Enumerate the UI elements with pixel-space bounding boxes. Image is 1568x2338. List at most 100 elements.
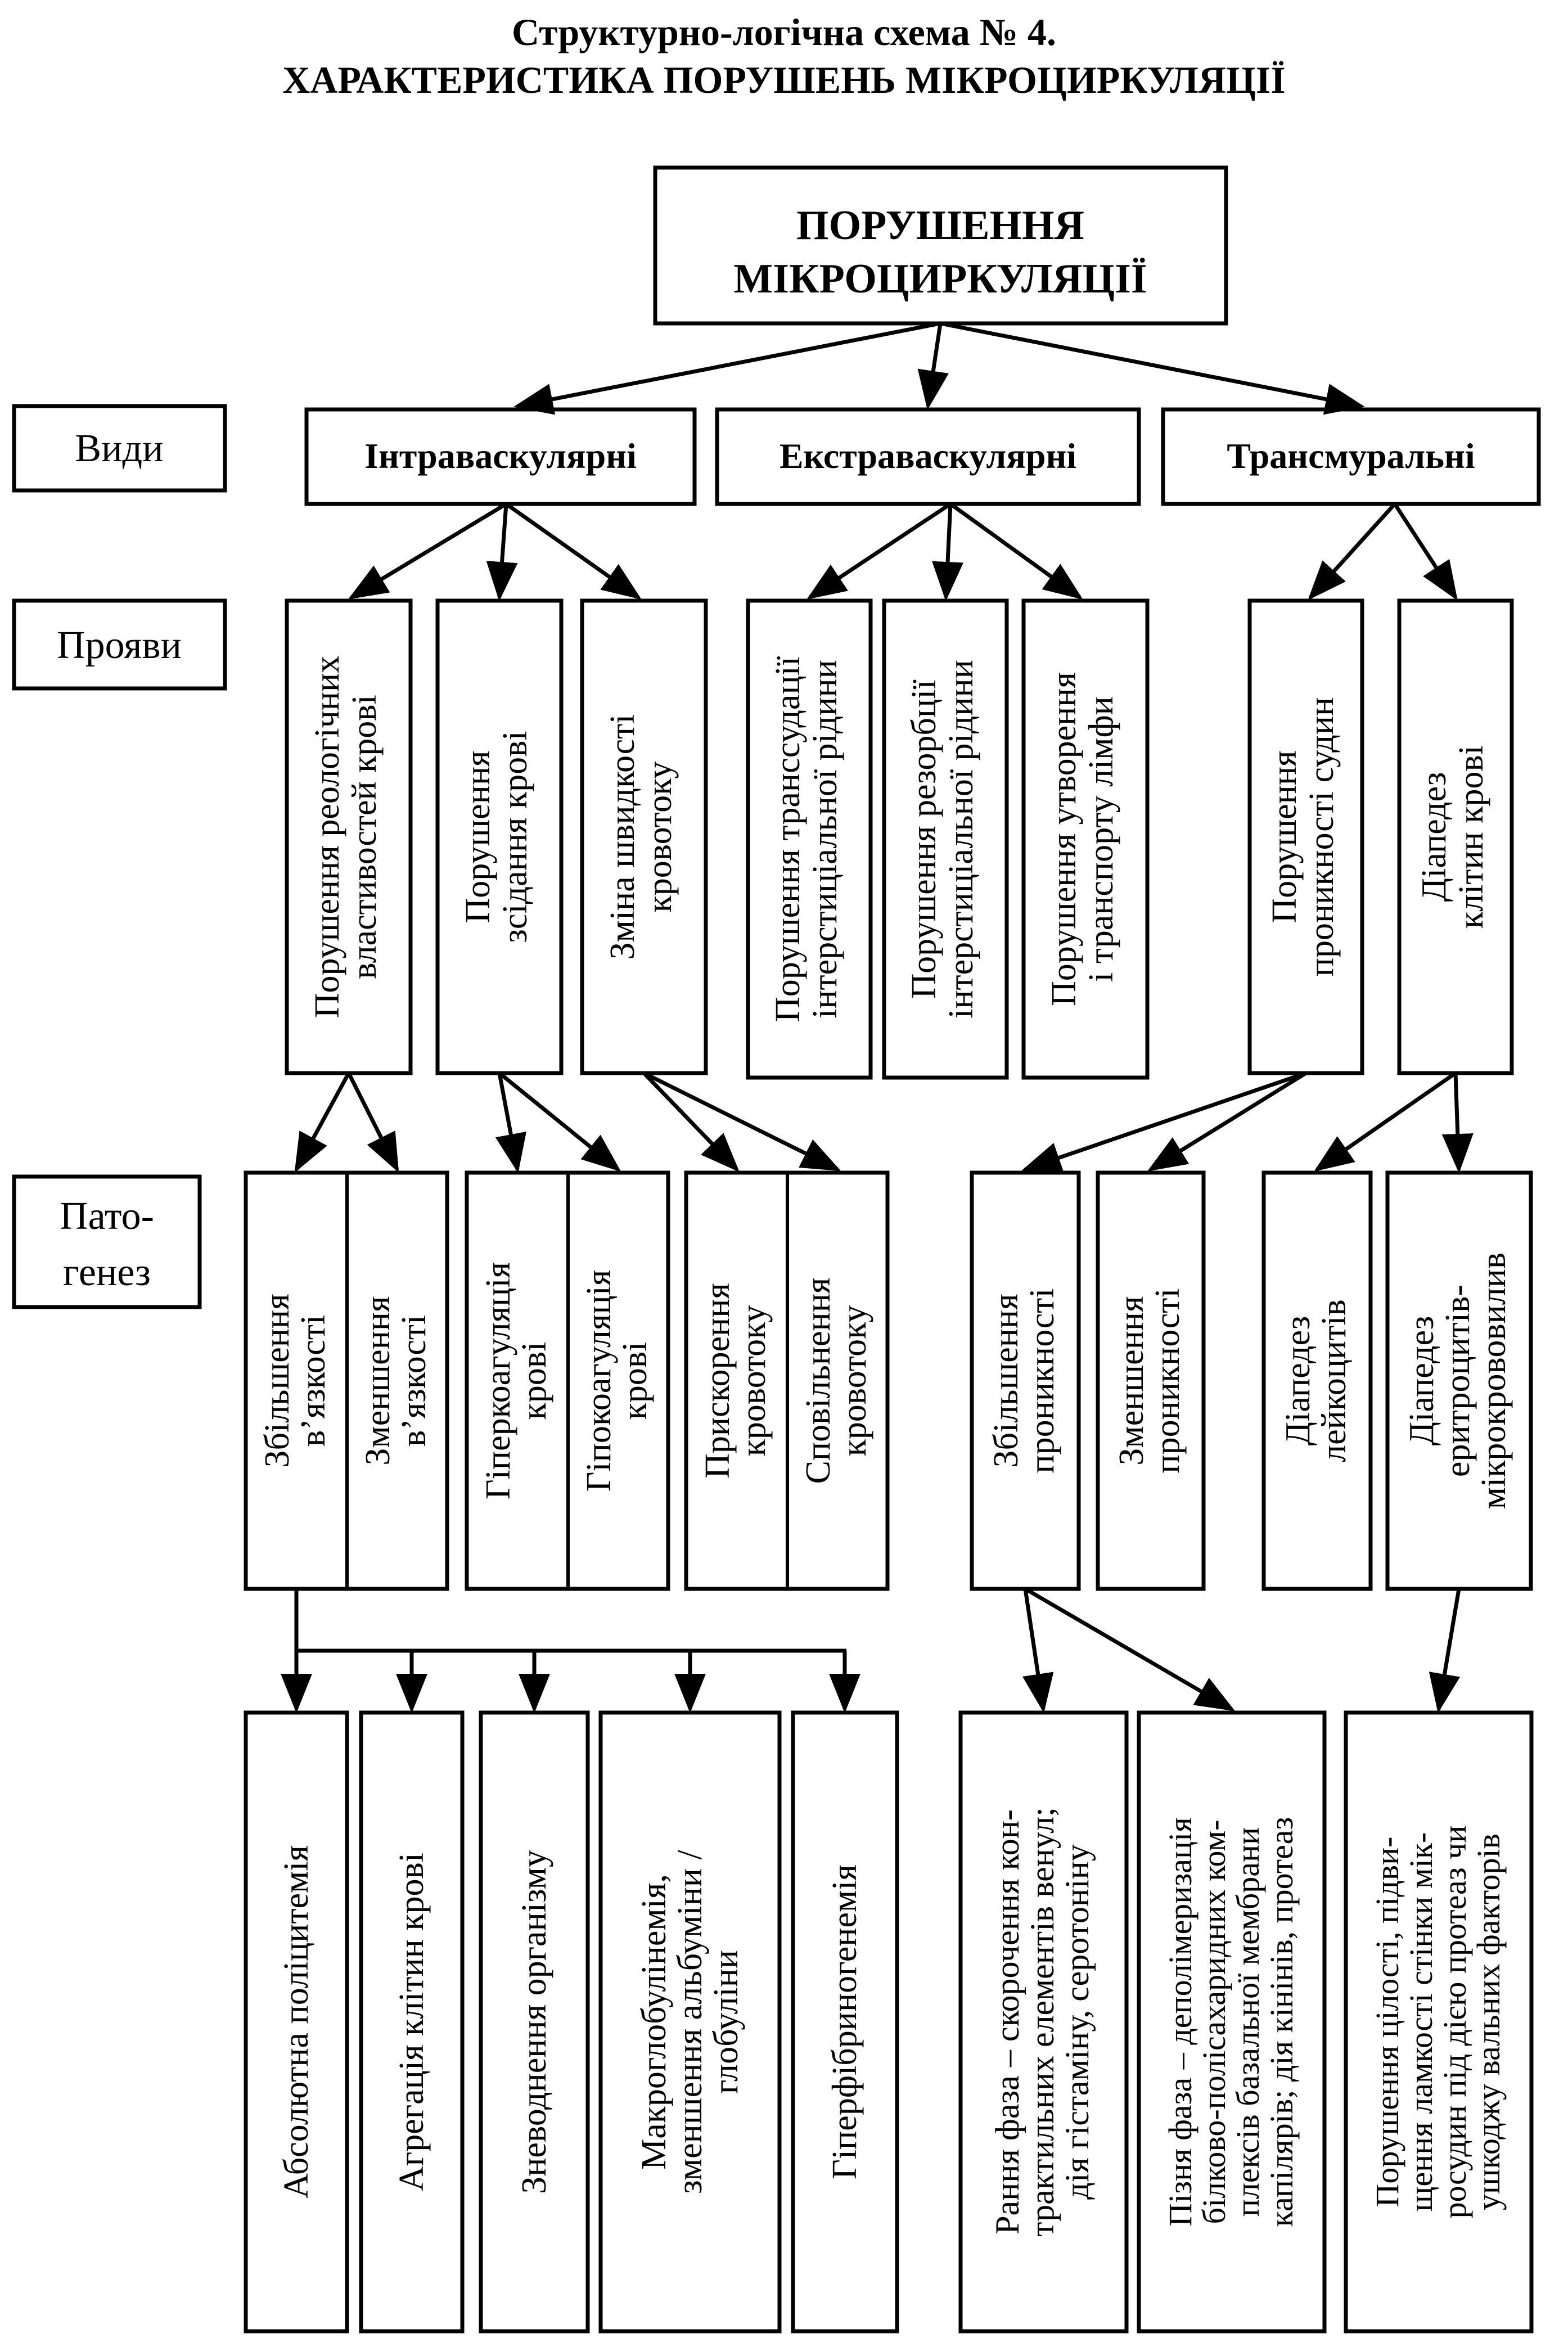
cause-macroglobulin-line1: Макроглобулінемія, <box>635 1874 673 2170</box>
manifestation-coagulation-line1: Порушення <box>459 750 497 923</box>
arrow-permup-late <box>1024 1587 1236 1711</box>
arrow-perm-down <box>1147 1071 1307 1172</box>
arrow-root-extra <box>917 323 949 410</box>
pathogenesis-leuko-line1: Діапедез <box>1279 1316 1317 1445</box>
cause-box-late <box>1137 1710 1327 2334</box>
cause-dehydration: Зневоднення організму <box>515 1850 553 2194</box>
root-label-line1: ПОРУШЕННЯ <box>796 202 1084 249</box>
cause-macroglobulin-line2: зменшення альбуміни / <box>671 1850 709 2194</box>
manifestation-diapedesis-line2: клітин крові <box>1452 745 1490 929</box>
arrow-coag-hyper <box>495 1073 526 1173</box>
cause-late-line2: білково-полісахаридних ком- <box>1196 1820 1232 2224</box>
pathogenesis-slow-line2: кровотоку <box>835 1305 873 1457</box>
pathogenesis-visc-up-line1: Збільшення <box>258 1294 296 1467</box>
manifestation-transudation-line1: Порушення транссудації <box>769 656 807 1022</box>
manifestation-lymph-line1: Порушення утворення <box>1045 672 1083 1006</box>
arrow-root-trans <box>940 321 1365 415</box>
pathogenesis-hypocoag-line2: крові <box>616 1342 654 1420</box>
arrow-perm-up <box>1021 1071 1307 1173</box>
manifestation-rheology-line2: властивостей крові <box>345 695 384 979</box>
pathogenesis-slow-line1: Сповільнення <box>799 1278 837 1484</box>
cause-integrity-line3: росудин під дією протеаз чи <box>1436 1826 1473 2219</box>
arrow-trans-diapedesis <box>1393 503 1458 601</box>
pathogenesis-box-perm-down <box>1096 1170 1206 1591</box>
diagram-subtitle: Структурно-логічна схема № 4. <box>512 11 1056 53</box>
arrow-coag-hypo <box>498 1071 621 1172</box>
manifestation-box-transudation <box>746 598 873 1080</box>
arrow-permup-early <box>1022 1588 1054 1713</box>
row-label-box-types <box>12 404 227 493</box>
manifestation-permeability-line2: проникності судин <box>1303 697 1341 976</box>
manifestation-transudation-line2: інтерстиціальної рідини <box>806 660 844 1019</box>
row-label-pathogenesis-line1: Пато- <box>60 1195 154 1238</box>
cause-integrity-line4: ушкоджу вальних факторів <box>1470 1834 1507 2210</box>
pathogenesis-hypercoag-line2: крові <box>515 1342 553 1420</box>
arrow-intra-velocity <box>504 502 642 600</box>
pathogenesis-hypocoag-line1: Гіпокоагуляція <box>580 1270 618 1492</box>
manifestation-velocity-line1: Зміна швидкості <box>603 714 642 960</box>
arrow-trans-permeability <box>1308 502 1396 601</box>
manifestation-rheology-line1: Порушення реологічних <box>308 656 346 1018</box>
arrow-velocity-accel <box>642 1071 740 1173</box>
pathogenesis-leuko-line2: лейкоцитів <box>1315 1299 1353 1462</box>
row-label-box-pathogenesis <box>12 1174 202 1309</box>
manifestation-box-lymph <box>1021 598 1150 1080</box>
arrow-rheology-visc-down <box>346 1072 399 1173</box>
manifestation-diapedesis-line1: Діапедез <box>1415 772 1453 902</box>
diagram-title: ХАРАКТЕРИСТИКА ПОРУШЕНЬ МІКРОЦИРКУЛЯЦІЇ <box>282 58 1286 101</box>
pathogenesis-accel-line1: Прискорення <box>699 1283 737 1479</box>
cause-aggregation: Агрегація клітин крові <box>393 1853 431 2191</box>
row-label-pathogenesis-line2: генез <box>63 1251 151 1294</box>
pathogenesis-perm-down-line1: Зменшення <box>1112 1296 1151 1465</box>
pathogenesis-perm-up-line2: проникності <box>1023 1288 1061 1473</box>
cause-fibrinogen: Гіперфібриногенемія <box>826 1864 864 2179</box>
arrow-diap-leuko <box>1314 1071 1457 1172</box>
arrow-erythro-integrity <box>1429 1588 1461 1713</box>
pathogenesis-erythro-line1: Діапедез <box>1403 1316 1441 1445</box>
manifestation-velocity-line2: кровотоку <box>641 762 679 913</box>
cause-integrity-line2: щення ламкості стінки мік- <box>1403 1832 1439 2212</box>
manifestation-permeability-line1: Порушення <box>1265 750 1304 923</box>
type-intravascular: Інтраваскулярні <box>364 436 637 476</box>
row-label-manifestations: Прояви <box>57 624 182 667</box>
cause-early-line1: Рання фаза – скорочення кон- <box>989 1809 1026 2235</box>
arrow-intra-coagulation <box>486 503 518 601</box>
manifestation-coagulation-line2: зсідання крові <box>496 731 534 943</box>
type-box-intravascular <box>304 407 697 506</box>
arrow-root-intra <box>513 321 941 415</box>
arrow-extra-resorption <box>932 503 964 601</box>
arrow-extra-lymph <box>949 502 1083 600</box>
cause-late-line1: Пізня фаза – деполімеризація <box>1162 1817 1198 2227</box>
manifestation-resorption-line2: інтерстиціальної рідини <box>942 660 980 1019</box>
manifestation-lymph-line2: і транспорту лімфи <box>1082 696 1120 982</box>
root-label-line2: МІКРОЦИРКУЛЯЦІЇ <box>733 256 1147 302</box>
arrow-rheology-visc-up <box>294 1072 351 1173</box>
pathogenesis-perm-down-line2: проникності <box>1148 1288 1187 1473</box>
cause-early-line2: трактильних елементів венул; <box>1024 1807 1061 2237</box>
arrow-intra-rheology <box>348 502 507 600</box>
pathogenesis-erythro-line2: еритроцитів- <box>1439 1285 1477 1477</box>
arrow-extra-transudation <box>806 502 952 600</box>
cause-macroglobulin-line3: глобуліни <box>707 1950 745 2094</box>
cause-late-line4: капілярів; дія кінінів, протеаз <box>1263 1817 1300 2227</box>
pathogenesis-erythro-line3: мікрокрововилив <box>1475 1253 1513 1509</box>
pathogenesis-visc-down-line1: Зменшення <box>359 1296 397 1465</box>
type-extravascular: Екстраваскулярні <box>780 436 1076 476</box>
type-transmural: Трансмуральні <box>1227 436 1475 476</box>
cause-integrity-line1: Порушення цілості, підви- <box>1369 1837 1405 2208</box>
cause-early-line3: дія гістаміну, серотоніну <box>1058 1844 1096 2200</box>
pathogenesis-perm-up-line1: Збільшення <box>987 1294 1025 1467</box>
manifestation-resorption-line1: Порушення резорбції <box>905 679 943 999</box>
pathogenesis-box-leuko <box>1261 1170 1373 1591</box>
arrow-diap-erythro <box>1441 1073 1474 1173</box>
cause-late-line3: плексів базальної мембрани <box>1229 1827 1266 2217</box>
pathogenesis-accel-line2: кровотоку <box>735 1305 773 1457</box>
pathogenesis-visc-down-line2: в’язкості <box>395 1315 433 1447</box>
cause-polycythemia: Абсолютна поліцитемія <box>277 1845 316 2199</box>
arrow-velocity-slow <box>643 1071 841 1172</box>
row-label-types: Види <box>75 427 163 470</box>
row-label-box-manifestations <box>12 598 227 691</box>
pathogenesis-hypercoag-line1: Гіперкоагуляція <box>479 1262 517 1499</box>
pathogenesis-visc-up-line2: в’язкості <box>294 1315 332 1447</box>
